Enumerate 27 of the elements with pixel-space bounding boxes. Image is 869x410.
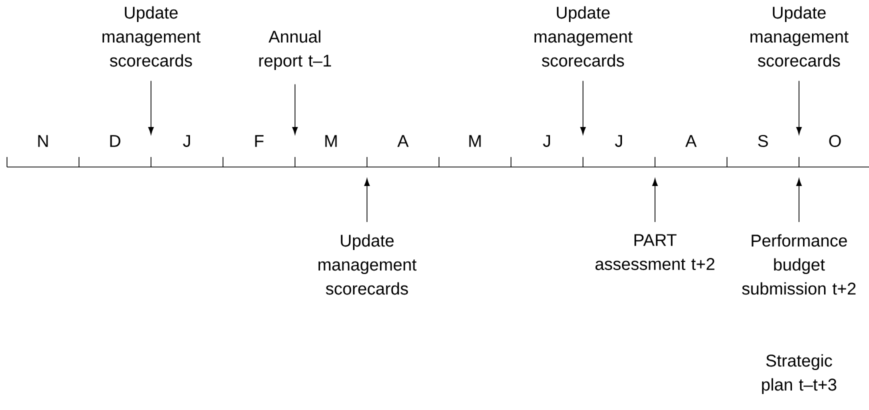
arrow: [364, 178, 370, 222]
month-label: F: [255, 135, 264, 147]
arrow: [580, 80, 586, 135]
annotation-text: Update management scorecards: [750, 6, 848, 67]
arrow: [796, 178, 802, 222]
arrow: [796, 80, 802, 135]
note-text: Strategic plan t–t+3: [762, 354, 836, 394]
arrow: [652, 178, 658, 222]
annotation-text: Performance budget submission t+2: [742, 234, 856, 295]
annotation-text: Update management scorecards: [534, 6, 632, 67]
month-label: J: [543, 135, 550, 147]
month-label: A: [397, 135, 409, 147]
month-label: M: [325, 135, 337, 147]
arrow: [148, 80, 154, 135]
month-label: J: [183, 135, 190, 147]
month-label: M: [469, 135, 481, 147]
annotation-text: Update management scorecards: [318, 234, 416, 295]
month-label: S: [758, 134, 768, 148]
month-label: O: [829, 134, 841, 148]
annotation-text: Annual report t–1: [259, 30, 332, 70]
arrow: [292, 84, 298, 135]
annotation-text: PART assessment t+2: [596, 234, 714, 270]
annotation-text: Update management scorecards: [102, 6, 200, 67]
month-label: N: [38, 135, 48, 147]
month-label: J: [615, 135, 622, 147]
month-label: D: [110, 135, 120, 147]
month-label: A: [685, 135, 697, 147]
